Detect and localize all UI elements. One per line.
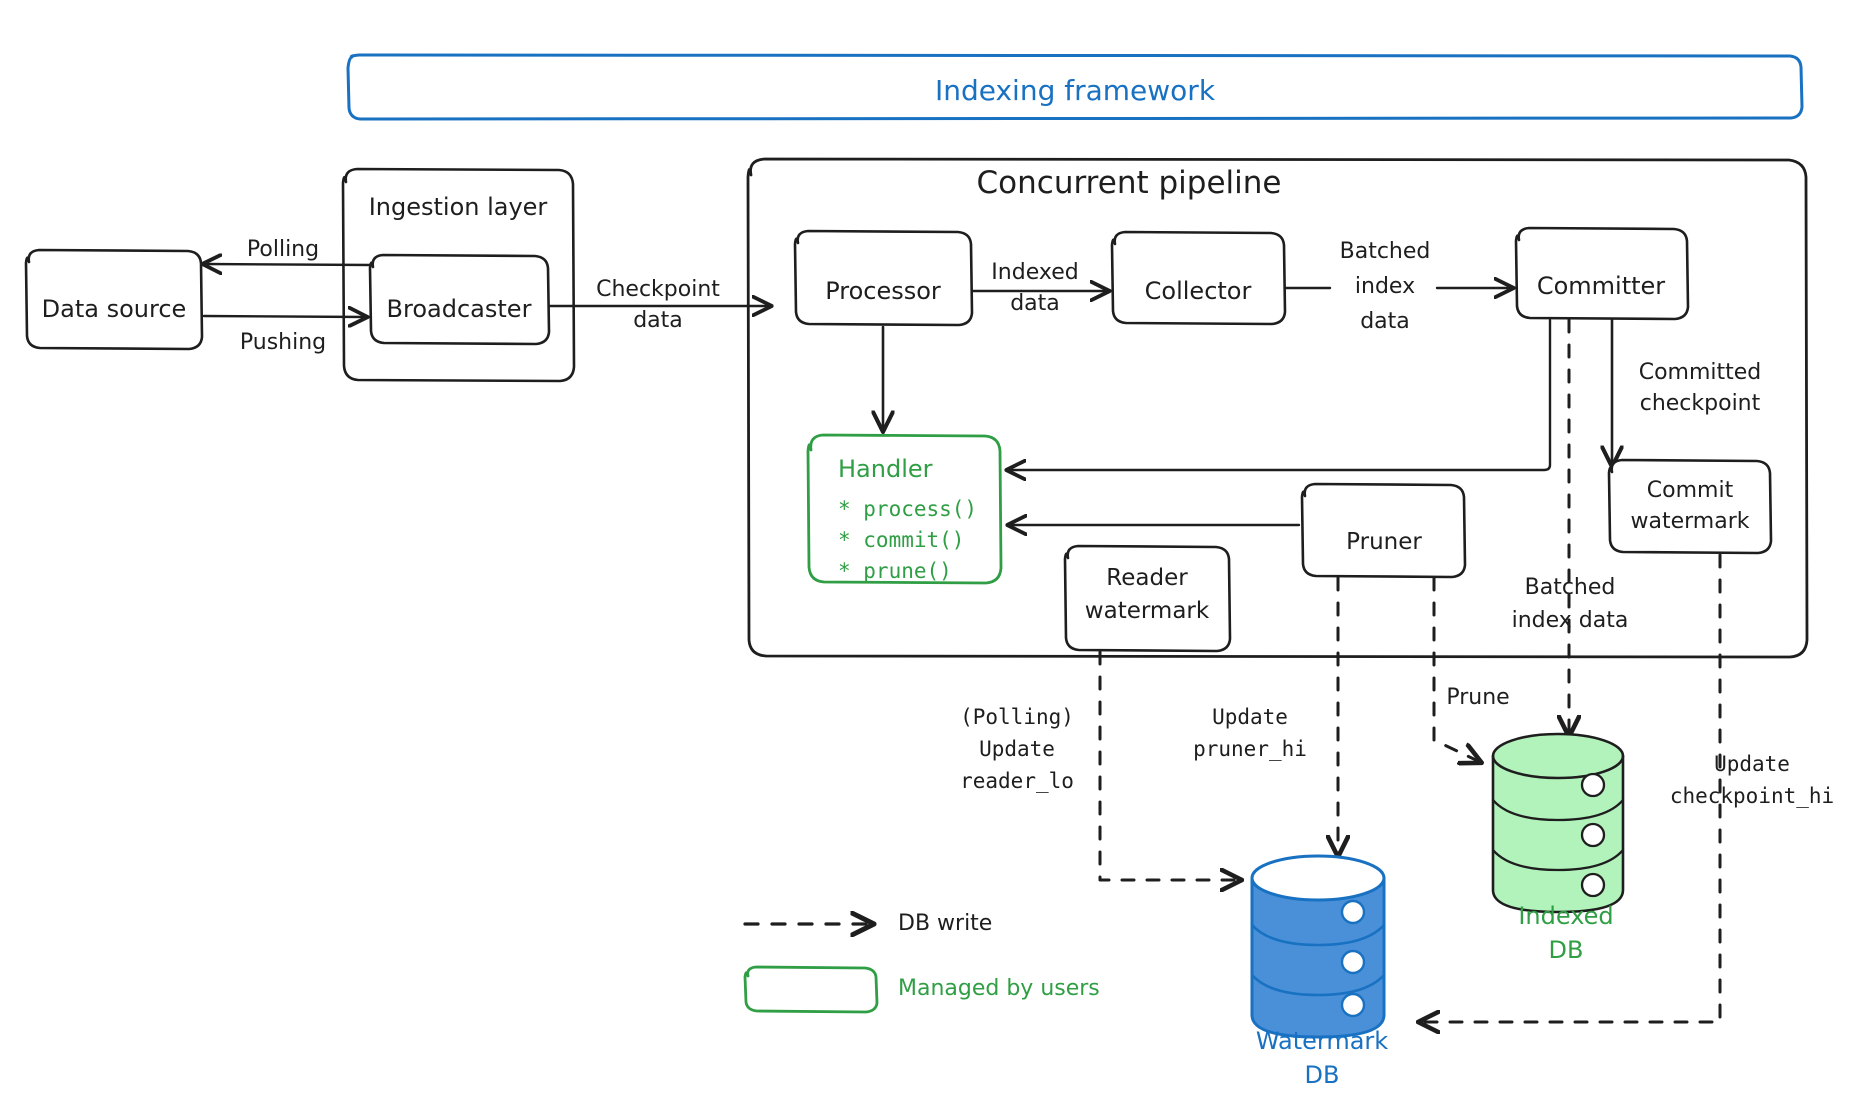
edge-pushing: [202, 316, 366, 317]
edge-polling: [204, 264, 374, 265]
committer-node[interactable]: [1514, 226, 1690, 321]
reader-watermark-node[interactable]: [1063, 544, 1232, 653]
broadcaster-node[interactable]: [368, 253, 551, 346]
watermark-db-cylinder[interactable]: [1250, 854, 1386, 1039]
legend-managed-sample: [743, 965, 879, 1014]
processor-node[interactable]: [793, 229, 974, 327]
indexed-db-cylinder[interactable]: [1491, 732, 1625, 914]
edge-committer-to-handler: [1008, 318, 1552, 470]
collector-node[interactable]: [1110, 230, 1287, 326]
ingestion-layer-container: [341, 167, 576, 383]
edge-update-reader-lo: [1098, 650, 1240, 880]
commit-watermark-node[interactable]: [1607, 458, 1773, 555]
concurrent-pipeline-container: [746, 157, 1809, 659]
pruner-node[interactable]: [1300, 482, 1467, 579]
data-source-node[interactable]: [24, 248, 204, 351]
handler-node[interactable]: [806, 433, 1003, 585]
indexing-framework-container: [346, 53, 1804, 121]
edge-prune: [1432, 576, 1480, 762]
edge-update-checkpoint-hi: [1420, 553, 1722, 1022]
